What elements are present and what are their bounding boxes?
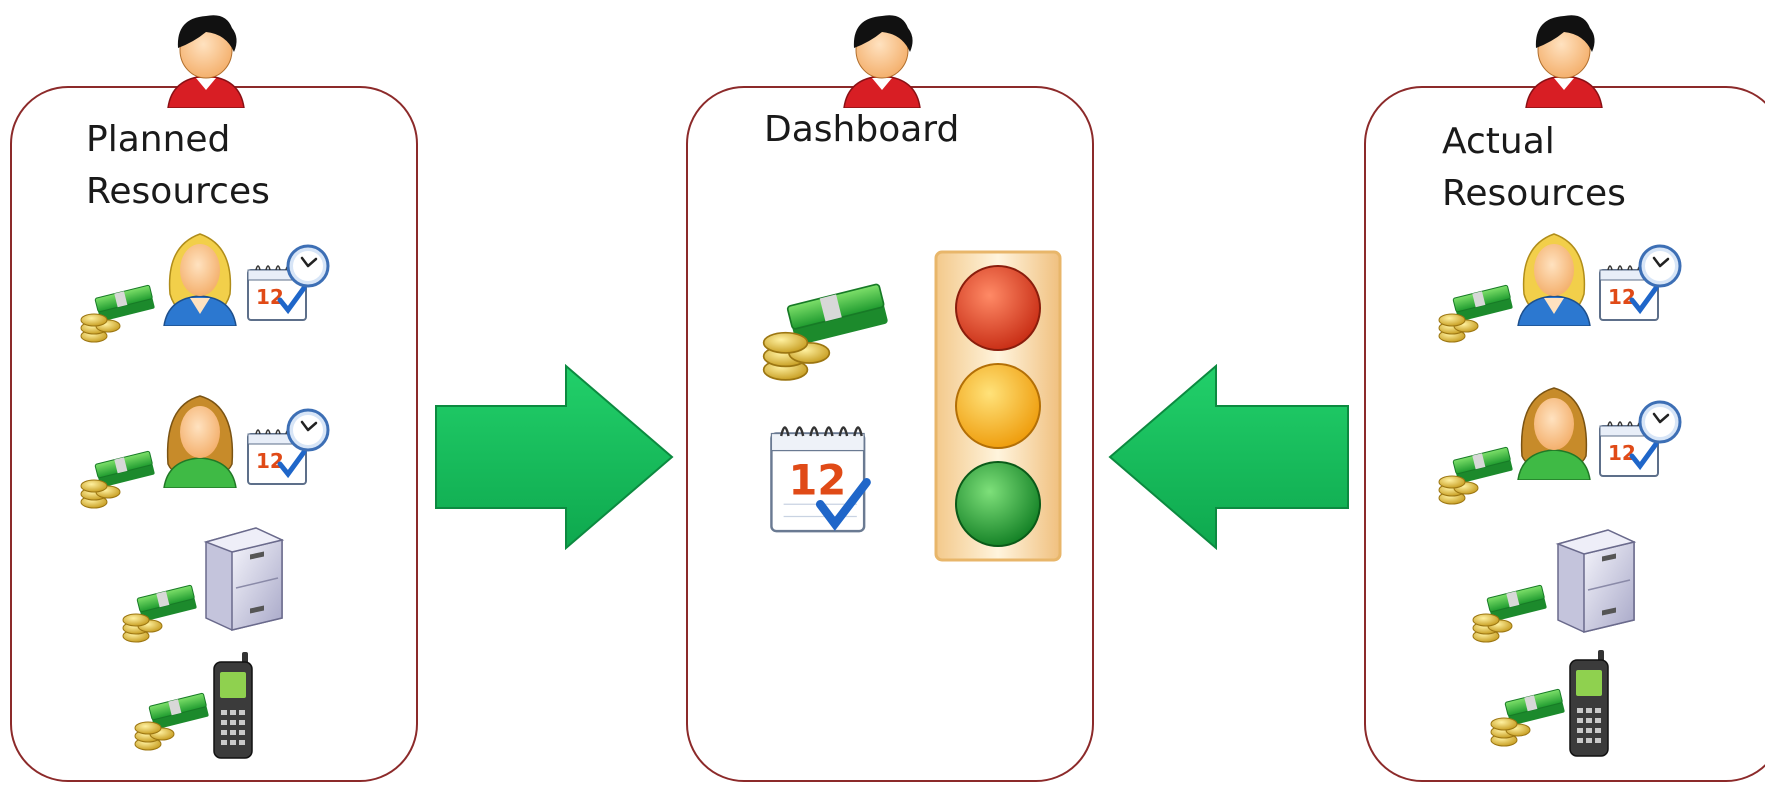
calendar-clock-icon (1596, 244, 1686, 324)
money-icon (1438, 446, 1514, 505)
female-brunette-icon (1517, 387, 1591, 480)
female-brunette-icon (163, 395, 237, 488)
traffic-light-icon (934, 250, 1062, 562)
dashboard-title: Dashboard (764, 109, 960, 150)
money-icon (122, 584, 198, 643)
money-icon (762, 282, 890, 381)
female-blonde-icon (1517, 233, 1591, 326)
money-icon (80, 450, 156, 509)
money-icon (134, 692, 210, 751)
money-icon (1472, 584, 1548, 643)
file-cabinet-icon (1557, 529, 1635, 633)
mobile-phone-icon (1569, 649, 1609, 757)
female-blonde-icon (163, 233, 237, 326)
person-icon (843, 14, 921, 108)
actual-resources-panel: Actual Resources (1364, 86, 1765, 782)
person-icon (1525, 14, 1603, 108)
calendar-clock-icon (1596, 400, 1686, 480)
money-icon (1438, 284, 1514, 343)
money-icon (80, 284, 156, 343)
calendar-clock-icon (244, 408, 334, 488)
actual-resources-title: Actual Resources (1442, 121, 1626, 214)
mobile-phone-icon (213, 651, 253, 759)
calendar-icon (764, 414, 874, 536)
arrow-left-icon (1108, 364, 1349, 550)
arrow-right-icon (435, 364, 674, 550)
planned-resources-title: Planned Resources (86, 119, 270, 212)
calendar-clock-icon (244, 244, 334, 324)
person-icon (167, 14, 245, 108)
file-cabinet-icon (205, 527, 283, 631)
money-icon (1490, 688, 1566, 747)
